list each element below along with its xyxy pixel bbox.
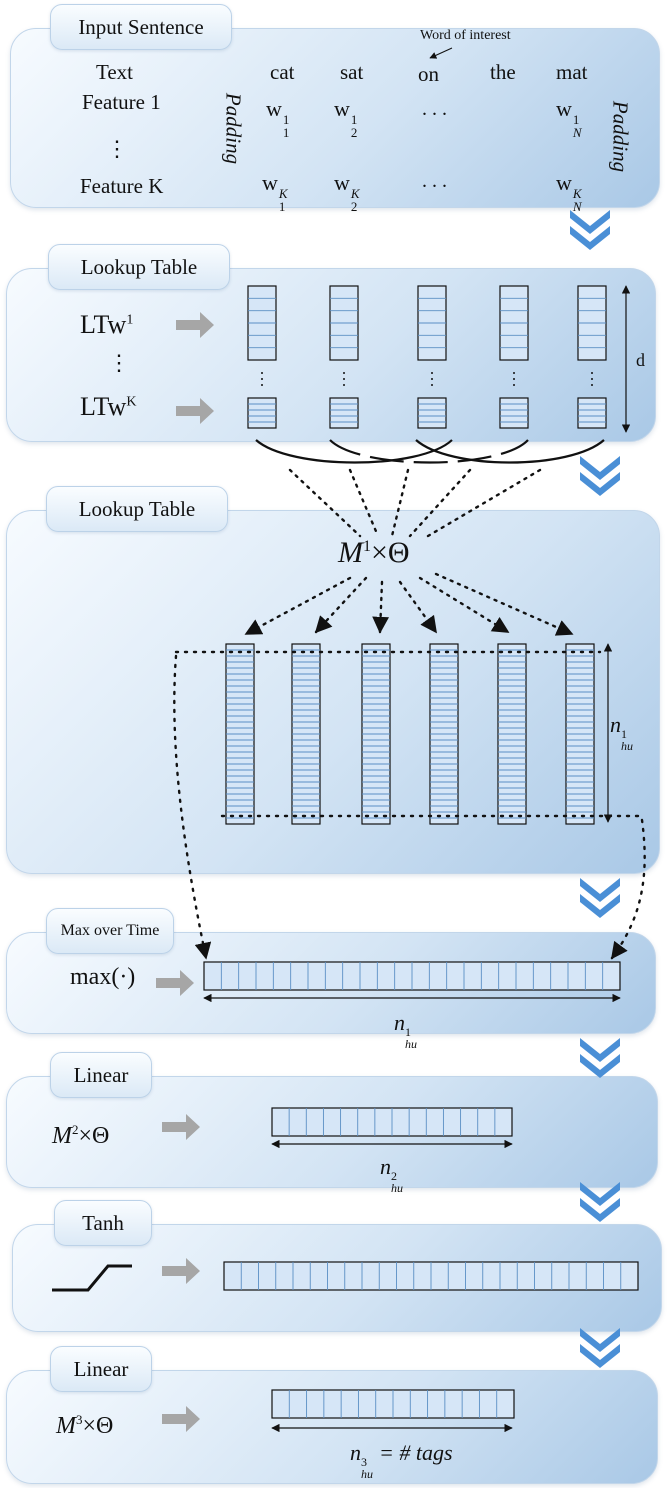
row1-ellipsis: . . .: [422, 98, 447, 120]
tanh-icon: [52, 1264, 132, 1292]
arrow-linear-2: [162, 1406, 200, 1432]
max-op-label: max(·): [70, 964, 136, 990]
word-on: on: [418, 62, 439, 86]
ltw-dots: ⋮: [108, 350, 130, 375]
d-dimension-label: d: [636, 350, 645, 370]
dotted-bounds: [174, 650, 644, 818]
grey-arrows: [156, 312, 214, 1432]
word-of-interest-arrow: [429, 47, 453, 59]
lookup-column-bottom-5: [577, 397, 607, 429]
linear-2-tab: Linear: [50, 1346, 152, 1392]
convolution-tab: Lookup Table: [46, 486, 228, 532]
chevron-icon-5: [580, 1182, 620, 1222]
arrow-ltw-1: [176, 312, 214, 338]
chevron-icon-2: [580, 456, 620, 496]
arrow-ltw-k: [176, 398, 214, 424]
chevron-icon-3: [580, 878, 620, 918]
word-mat: mat: [556, 60, 588, 84]
lookup-column-bottom-2: [329, 397, 359, 429]
linear-1-tab: Linear: [50, 1052, 152, 1098]
word-sat: sat: [340, 60, 364, 84]
m3-theta-formula: M3×Θ: [56, 1412, 114, 1439]
convolution-panel: [6, 510, 660, 874]
word-cat: cat: [270, 60, 295, 84]
window-arcs: [255, 439, 605, 464]
chevron-icon-1: [570, 210, 610, 250]
lookup-column-bottom-3: [417, 397, 447, 429]
row-label-feature-1: Feature 1: [82, 90, 161, 114]
lookup-table-tab: Lookup Table: [48, 244, 230, 290]
row-label-feature-k: Feature K: [80, 174, 164, 198]
rowk-ellipsis: . . .: [422, 170, 447, 192]
dotted-inputs: [288, 468, 542, 538]
input-sentence-tab: Input Sentence: [50, 4, 232, 50]
m1-theta-formula: M1×Θ: [338, 536, 410, 569]
lookup-column-bottom-1: [247, 397, 277, 429]
word-the: the: [490, 60, 516, 84]
tanh-tab: Tanh: [54, 1200, 152, 1246]
input-sentence-panel: [10, 28, 660, 208]
lookup-column-bottom-4: [499, 397, 529, 429]
dotted-outputs: [244, 572, 574, 636]
arrow-tanh: [162, 1258, 200, 1284]
m2-theta-formula: M2×Θ: [52, 1122, 110, 1149]
dotted-to-max: [173, 654, 646, 960]
chevron-icon-6: [580, 1328, 620, 1368]
ltw-1-label: LTw1: [80, 310, 134, 339]
hidden-vectors: [203, 961, 639, 1419]
hidden-columns: [225, 643, 595, 825]
arrow-max: [156, 970, 194, 996]
chevron-icon-4: [580, 1038, 620, 1078]
row-label-text: Text: [96, 60, 134, 84]
max-over-time-tab: Max over Time: [46, 908, 174, 954]
ltw-k-label: LTwK: [80, 392, 137, 421]
word-of-interest-label: Word of interest: [420, 28, 511, 43]
row-label-dots: ⋮: [106, 136, 128, 161]
lookup-columns: [247, 285, 607, 429]
arrow-linear-1: [162, 1114, 200, 1140]
